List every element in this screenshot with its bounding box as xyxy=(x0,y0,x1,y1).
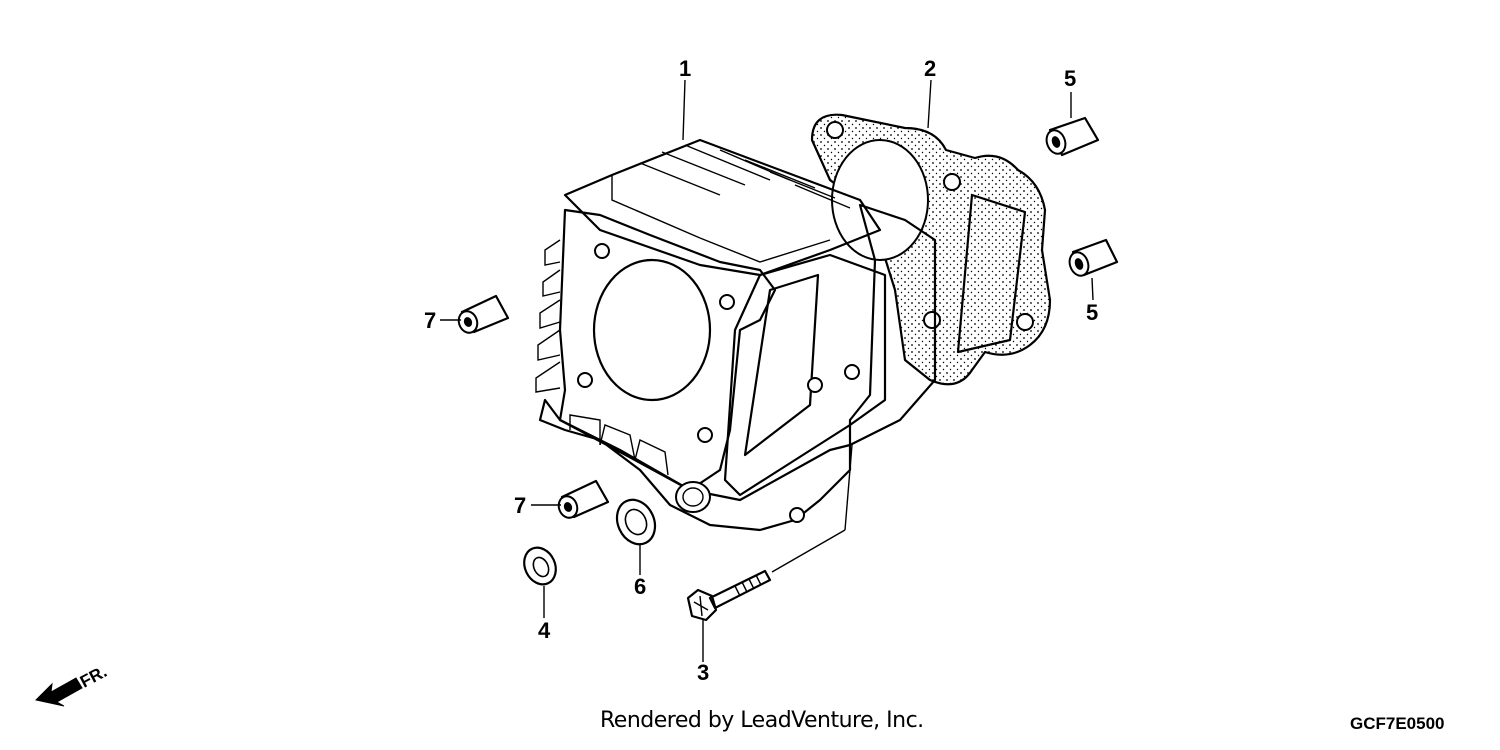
callout-1[interactable]: 1 xyxy=(679,56,691,81)
bolt-part[interactable] xyxy=(686,569,772,622)
dowel-pin-left[interactable] xyxy=(456,294,510,335)
callout-7-left[interactable]: 7 xyxy=(424,308,436,333)
dowel-pin-bottom[interactable] xyxy=(556,479,610,520)
callout-6[interactable]: 6 xyxy=(634,574,646,599)
dowel-pin-upper[interactable] xyxy=(1043,116,1100,157)
render-credit: Rendered by LeadVenture, Inc. xyxy=(600,708,924,733)
callout-5-upper[interactable]: 5 xyxy=(1064,66,1076,91)
cylinder-part[interactable] xyxy=(535,138,937,532)
diagram-code: GCF7E0500 xyxy=(1350,714,1445,733)
front-direction-arrow-icon: FR. xyxy=(34,662,110,707)
leader-lines xyxy=(440,79,1094,662)
seal-washer-part[interactable] xyxy=(610,494,662,551)
gasket-part[interactable] xyxy=(810,113,1052,386)
callout-2[interactable]: 2 xyxy=(924,56,936,81)
callout-3[interactable]: 3 xyxy=(697,660,709,685)
callout-5-lower[interactable]: 5 xyxy=(1086,300,1098,325)
washer-part[interactable] xyxy=(518,542,561,589)
callout-4[interactable]: 4 xyxy=(538,618,551,643)
callout-7-bottom[interactable]: 7 xyxy=(514,493,526,518)
dowel-pin-lower[interactable] xyxy=(1066,238,1119,278)
